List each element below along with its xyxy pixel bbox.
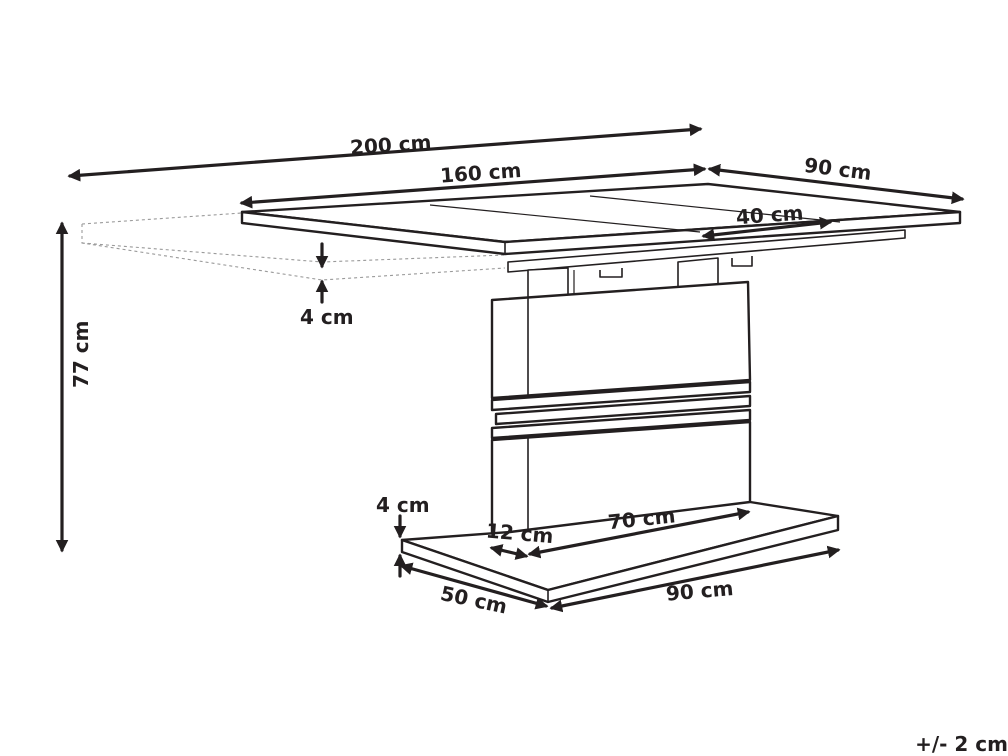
tolerance-note: +/- 2 cm [915,732,1008,756]
table-top [240,182,962,273]
label-extended-length: 200 cm [349,130,432,160]
label-base-offset: 12 cm [485,518,554,548]
label-extension-length: 40 cm [735,201,804,230]
dim-arrow-90-base [549,545,841,613]
pedestal-column [490,280,752,538]
label-base-width: 90 cm [665,576,734,606]
label-base-thickness: 4 cm [376,493,430,517]
dim-arrow-200 [67,123,703,182]
dimension-labels: 200 cm 160 cm 90 cm 40 cm 4 cm 77 cm 4 c… [69,130,873,619]
label-table-length: 160 cm [439,158,522,188]
dimension-arrows [55,123,965,613]
dim-arrow-90-top [707,163,965,205]
dim-arrow-12 [489,544,529,560]
dim-arrow-160 [239,163,707,209]
dim-arrow-50 [399,562,549,610]
dim-arrow-40 [701,216,833,242]
label-table-height: 77 cm [69,321,93,389]
label-base-depth: 50 cm [438,581,509,619]
label-top-thickness: 4 cm [300,305,354,329]
